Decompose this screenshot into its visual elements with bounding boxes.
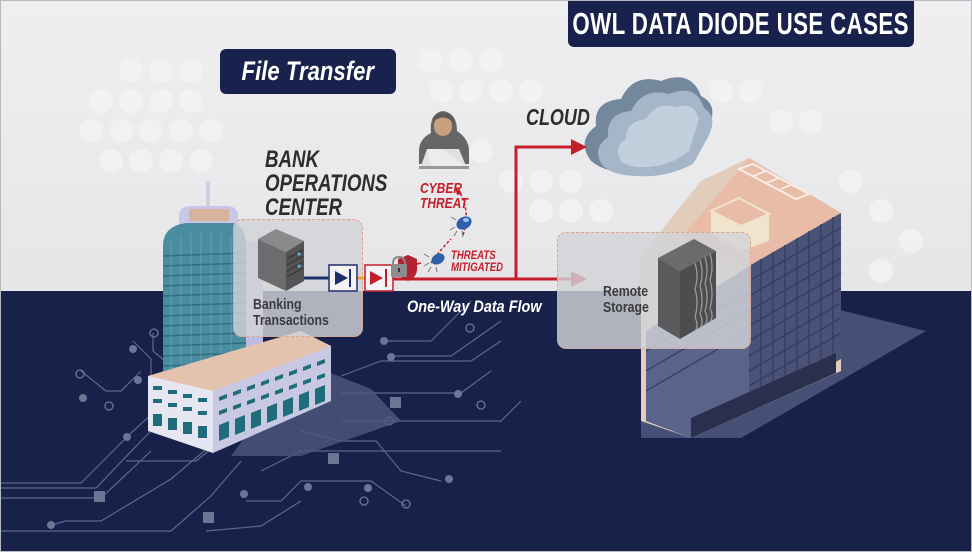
remote-storage-panel bbox=[557, 232, 751, 349]
cloud-label-text: CLOUD bbox=[526, 104, 590, 130]
banking-line-2: Transactions bbox=[253, 312, 329, 330]
remote-line-1: Remote bbox=[603, 283, 649, 300]
bank-operations-heading: BANK OPERATIONS CENTER bbox=[265, 148, 422, 220]
cyber-threat-line-2: THREAT bbox=[420, 195, 468, 212]
one-way-flow-text: One-Way Data Flow bbox=[407, 297, 542, 316]
page-title-badge: OWL DATA DIODE USE CASES bbox=[568, 1, 914, 47]
use-case-badge: File Transfer bbox=[220, 49, 396, 94]
page-title: OWL DATA DIODE USE CASES bbox=[572, 6, 910, 41]
mitigated-line-2: MITIGATED bbox=[451, 260, 504, 274]
arrow-to-cloud bbox=[571, 139, 587, 155]
one-way-flow-label: One-Way Data Flow bbox=[407, 297, 565, 317]
circuit-nodes bbox=[47, 337, 462, 529]
cloud-label: CLOUD bbox=[526, 106, 608, 129]
banking-line-1: Banking bbox=[253, 296, 302, 313]
remote-line-2: Storage bbox=[603, 299, 649, 317]
bank-building-shadow bbox=[231, 361, 401, 456]
cyber-threat-line-1: CYBER bbox=[420, 180, 463, 197]
bank-heading-line-3: CENTER bbox=[265, 194, 342, 221]
banking-transactions-label: Banking Transactions bbox=[253, 296, 346, 330]
use-case-title: File Transfer bbox=[241, 56, 375, 86]
hooded-hacker-icon bbox=[419, 111, 469, 169]
cyber-threat-label: CYBER THREAT bbox=[420, 181, 480, 211]
threats-mitigated-label: THREATS MITIGATED bbox=[451, 249, 516, 273]
mitigated-line-1: THREATS bbox=[451, 248, 496, 262]
bank-tower bbox=[148, 181, 331, 453]
remote-storage-label: Remote Storage bbox=[603, 283, 659, 317]
cloud-icon bbox=[584, 77, 713, 177]
bank-heading-line-1: BANK bbox=[265, 146, 320, 173]
bank-heading-line-2: OPERATIONS bbox=[265, 170, 388, 197]
